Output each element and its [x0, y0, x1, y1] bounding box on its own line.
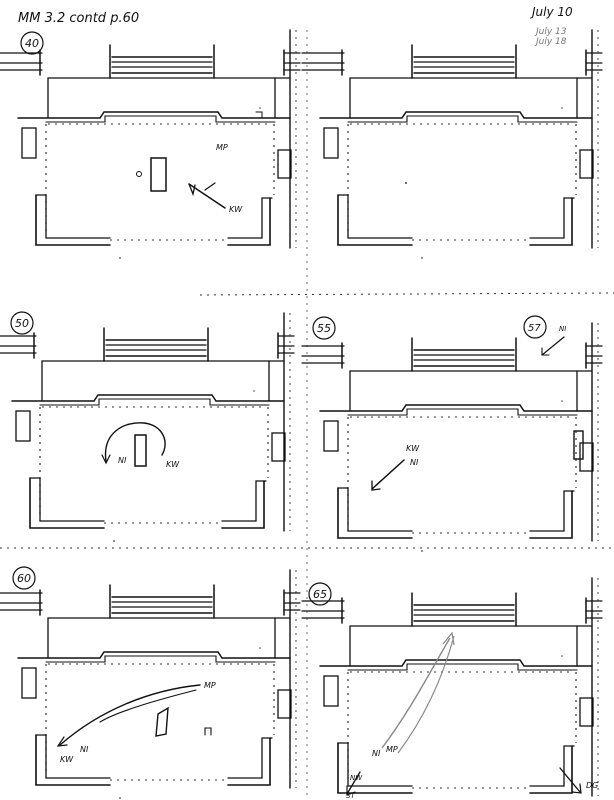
- movement-arrow: [371, 459, 405, 490]
- actor-label: KW: [229, 205, 243, 214]
- frame-number-circle: [312, 316, 336, 340]
- row-divider: [199, 292, 614, 296]
- frame-number: 55: [317, 322, 331, 335]
- movement-arrow: [381, 637, 451, 749]
- actor-label: NI: [410, 458, 419, 467]
- figure-marker: [155, 706, 169, 737]
- actor-label: MP: [204, 681, 216, 690]
- date-extra-2: July 18: [534, 37, 567, 47]
- movement-arrow: [541, 336, 565, 356]
- panel-2: [301, 29, 603, 260]
- frame-number-circle: [308, 582, 332, 606]
- frame-number-circle: [20, 31, 44, 55]
- frame-number: 50: [15, 317, 29, 330]
- actor-label: ST: [346, 792, 355, 800]
- frame-number: 60: [17, 572, 31, 585]
- panel-4: 55 57 NI KW NI: [301, 315, 603, 553]
- panel-1: 40 MP KW: [0, 29, 301, 260]
- actor-label: KW: [406, 444, 420, 453]
- figure-marker: [136, 171, 142, 177]
- figure-marker: [134, 434, 147, 467]
- movement-arrow: [346, 771, 361, 795]
- movement-arrow: [188, 183, 226, 209]
- movement-arrow: [59, 684, 201, 746]
- actor-label: DG: [586, 781, 598, 790]
- actor-label: NI: [118, 456, 127, 465]
- figure-marker: [150, 157, 167, 192]
- actor-label: NI: [372, 749, 381, 758]
- frame-number: 65: [313, 588, 327, 601]
- actor-label: KW: [60, 755, 74, 764]
- frame-number-circle: [12, 566, 36, 590]
- panel-5: 60 MP KW NI: [0, 566, 301, 800]
- panel-6: 65 NI MP NW ST DG: [301, 577, 603, 800]
- frame-number: 40: [25, 37, 39, 50]
- actor-label: MP: [216, 143, 228, 152]
- frame-number-circle: [10, 311, 34, 335]
- frame-number-extra: 57: [528, 323, 541, 334]
- actor-label: MP: [386, 745, 398, 754]
- actor-label: NI: [80, 745, 89, 754]
- date-extra-1: July 13: [534, 27, 567, 37]
- actor-label: KW: [166, 460, 180, 469]
- date-main: July 10: [530, 5, 573, 19]
- movement-arrow: [559, 767, 581, 793]
- movement-arrow: [104, 422, 166, 462]
- actor-label: NW: [350, 774, 363, 782]
- panel-3: 50 NI KW: [0, 311, 295, 543]
- frame-number-circle: [523, 315, 547, 339]
- actor-label: NI: [559, 325, 566, 333]
- page-title: MM 3.2 contd p.60: [18, 11, 139, 26]
